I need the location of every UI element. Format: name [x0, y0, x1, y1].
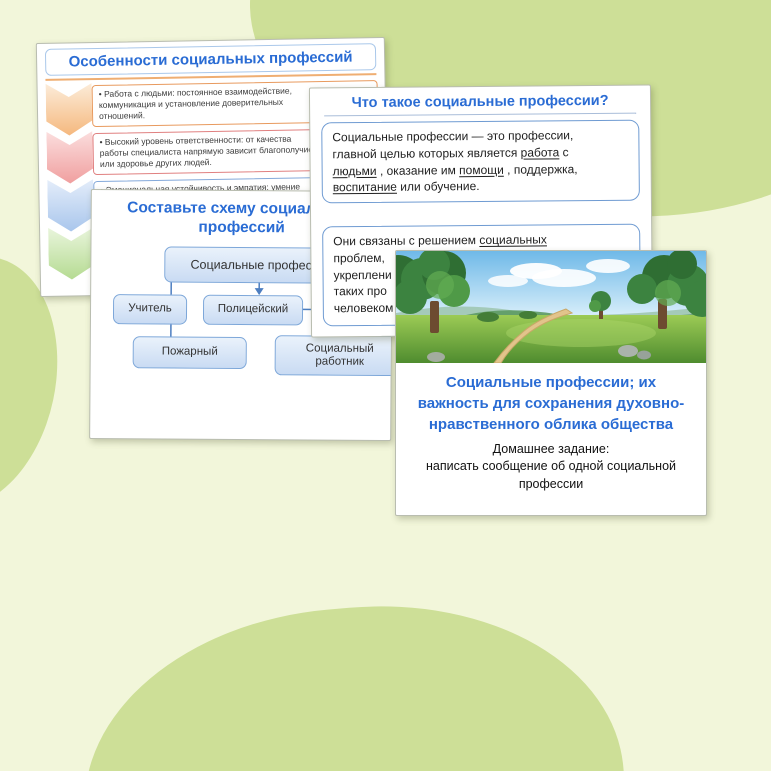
background-blob-bottom — [69, 585, 641, 771]
slide-title: Что такое социальные профессии? — [351, 92, 609, 112]
definition-box: Социальные профессии — это профессии,гла… — [321, 119, 640, 204]
title-divider — [324, 112, 637, 117]
diagram-node: Пожарный — [132, 336, 247, 370]
homework-label: Домашнее задание: — [492, 442, 610, 456]
homework-task: написать сообщение об одной социальной п… — [425, 459, 677, 491]
diagram-node: Полицейский — [202, 294, 304, 326]
landscape-image — [396, 251, 706, 363]
chevron-down-red-icon — [46, 131, 93, 184]
slide-title-box: Особенности социальных профессий — [44, 43, 377, 76]
diagram-node: Социальный работник — [274, 335, 393, 377]
chevron-down-blue-icon — [47, 179, 94, 232]
slide-title: Особенности социальных профессий — [68, 48, 353, 71]
diagram-node: Учитель — [112, 294, 188, 325]
chevron-down-green-icon — [48, 227, 95, 280]
chevron-down-orange-icon — [46, 83, 93, 136]
